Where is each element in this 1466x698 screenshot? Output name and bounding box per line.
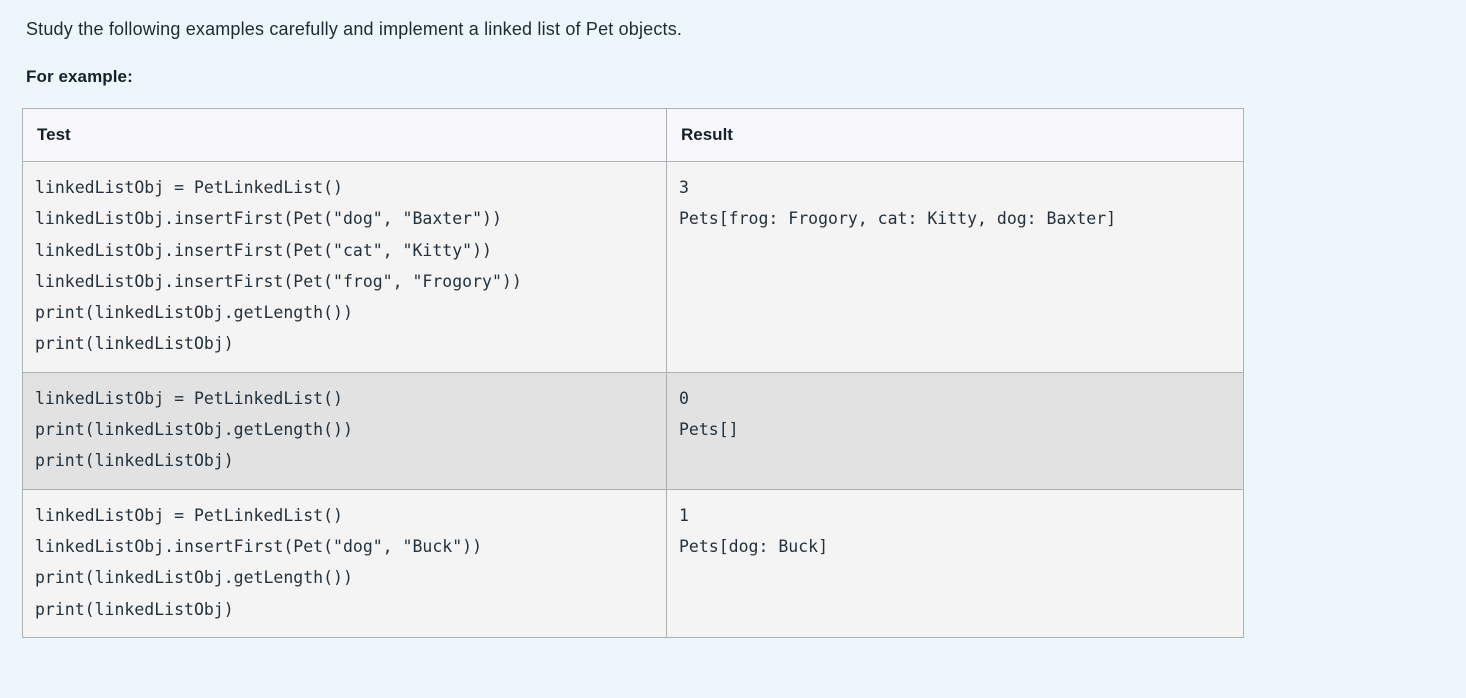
examples-table: Test Result linkedListObj = PetLinkedLis… — [22, 108, 1244, 638]
test-code: linkedListObj = PetLinkedList() linkedLi… — [35, 178, 522, 354]
intro-text: Study the following examples carefully a… — [26, 19, 683, 39]
result-output: 3 Pets[frog: Frogory, cat: Kitty, dog: B… — [679, 178, 1117, 229]
table-header-row: Test Result — [22, 108, 1244, 162]
test-code: linkedListObj = PetLinkedList() linkedLi… — [35, 505, 483, 619]
column-header-result: Result — [666, 108, 1244, 162]
result-output: 1 Pets[dog: Buck] — [679, 505, 829, 556]
for-example-label: For example: — [26, 67, 133, 86]
table-row: linkedListObj = PetLinkedList() linkedLi… — [22, 161, 1244, 373]
test-cell: linkedListObj = PetLinkedList() linkedLi… — [22, 161, 667, 373]
result-cell: 0 Pets[] — [666, 371, 1244, 490]
test-cell: linkedListObj = PetLinkedList() print(li… — [22, 371, 667, 490]
test-code: linkedListObj = PetLinkedList() print(li… — [35, 388, 353, 471]
test-cell: linkedListObj = PetLinkedList() linkedLi… — [22, 488, 667, 638]
table-body: linkedListObj = PetLinkedList() linkedLi… — [22, 161, 1244, 638]
result-output: 0 Pets[] — [679, 388, 739, 440]
table-row: linkedListObj = PetLinkedList() linkedLi… — [22, 488, 1244, 638]
result-cell: 3 Pets[frog: Frogory, cat: Kitty, dog: B… — [666, 161, 1244, 373]
table-row: linkedListObj = PetLinkedList() print(li… — [22, 371, 1244, 490]
table-header: Test Result — [22, 108, 1244, 162]
column-header-test: Test — [22, 108, 667, 162]
result-cell: 1 Pets[dog: Buck] — [666, 488, 1244, 638]
